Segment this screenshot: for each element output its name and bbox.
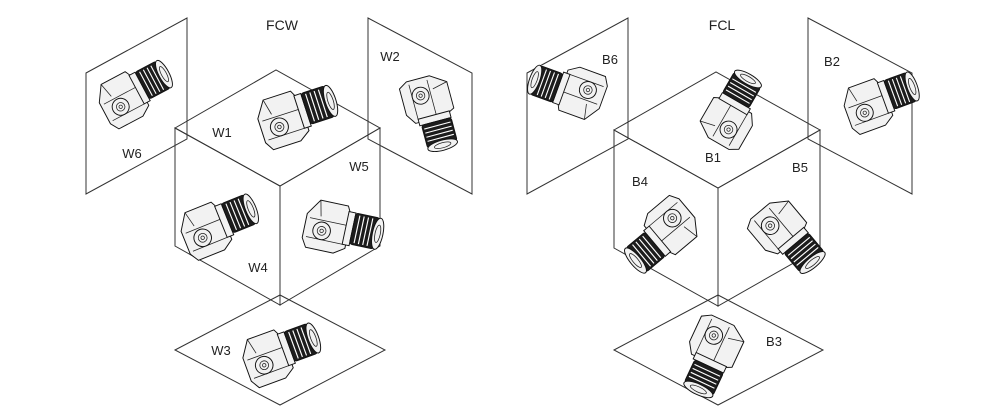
gear-motor-icon xyxy=(522,51,611,124)
gear-motor-icon xyxy=(91,53,182,132)
position-label-w6: W6 xyxy=(122,146,142,161)
position-label-w5: W5 xyxy=(349,159,369,174)
gear-motor-icon xyxy=(252,78,346,152)
fcw-plane-w2 xyxy=(367,17,473,195)
position-label-w1: W1 xyxy=(212,125,232,140)
position-label-b5: B5 xyxy=(792,160,808,175)
gear-motor-icon xyxy=(299,197,388,263)
position-label-b4: B4 xyxy=(632,174,648,189)
position-label-w2: W2 xyxy=(380,49,400,64)
gear-motor-icon xyxy=(743,192,833,286)
gear-motor-icon xyxy=(612,191,706,281)
gear-motor-icon xyxy=(174,186,267,263)
position-label-w3: W3 xyxy=(211,343,231,358)
gear-motor-icon xyxy=(838,65,927,137)
position-label-b3: B3 xyxy=(766,334,782,349)
position-label-w4: W4 xyxy=(248,260,268,275)
fcw-plane-w6 xyxy=(85,17,188,195)
gear-motor-icon xyxy=(397,71,465,158)
fcw-diagram: FCW W1 W2 W3 W4 W5 W6 xyxy=(85,17,473,406)
fcl-plane-b6 xyxy=(526,17,629,195)
gear-motor-icon xyxy=(670,310,749,404)
fcl-plane-b2 xyxy=(807,17,913,195)
fcl-plane-b3 xyxy=(612,294,825,406)
position-label-b2: B2 xyxy=(824,54,840,69)
fcl-diagram: FCL B1 B2 B3 B4 B5 B6 xyxy=(522,17,927,406)
fcw-plane-w3 xyxy=(173,294,387,406)
fcw-cube-right-face xyxy=(279,127,381,306)
position-label-b6: B6 xyxy=(602,52,618,67)
fcl-title: FCL xyxy=(709,17,736,33)
fcw-title: FCW xyxy=(266,17,299,33)
position-label-b1: B1 xyxy=(705,150,721,165)
gear-motor-icon xyxy=(236,315,329,391)
